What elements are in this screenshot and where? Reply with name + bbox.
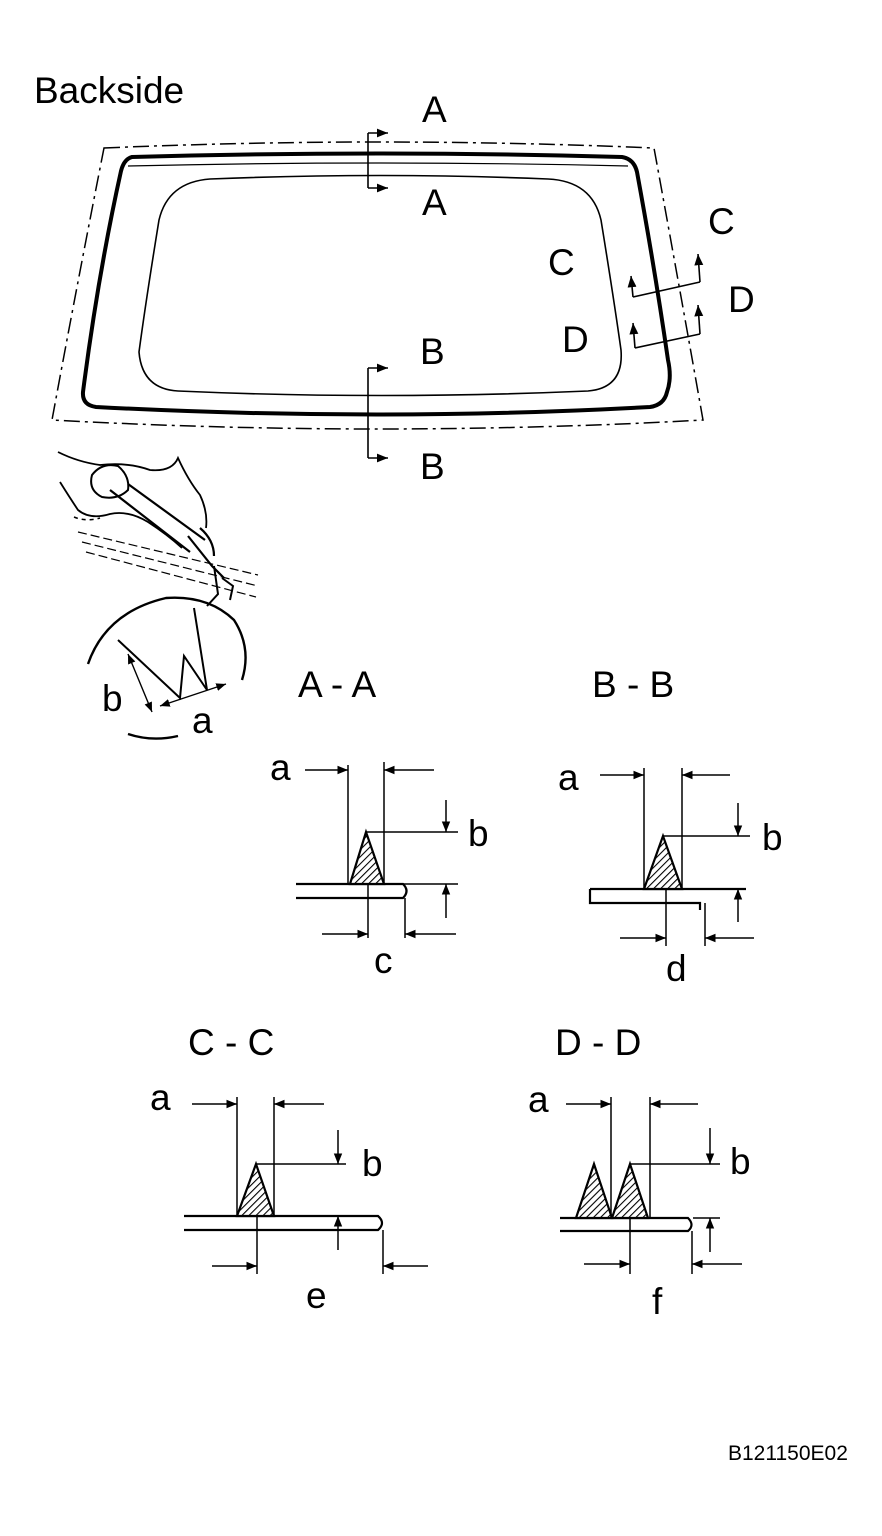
glass-overview: A A B B C C D D — [51, 89, 755, 487]
glass-outer-edge — [51, 141, 704, 430]
section-cc-label-e: e — [306, 1275, 327, 1316]
section-bb-bead — [642, 832, 684, 891]
adhesive-bead-line — [80, 151, 672, 417]
label-a-top: A — [422, 89, 447, 130]
bead-profile — [117, 607, 208, 701]
glass-inner-outline — [138, 174, 622, 397]
label-c-outer: C — [708, 201, 735, 242]
section-bb-label-b: b — [762, 817, 783, 858]
section-bb-title: B - B — [592, 664, 674, 705]
adhesive-gun-illustration — [57, 451, 259, 740]
section-dd-label-a: a — [528, 1079, 549, 1120]
section-dd-label-f: f — [652, 1281, 663, 1322]
section-aa-label-a: a — [270, 747, 291, 788]
section-a-cut — [367, 128, 388, 193]
label-c-inner: C — [548, 242, 575, 283]
label-d-outer: D — [728, 279, 755, 320]
section-cc-bead — [235, 1160, 276, 1218]
label-b-top: B — [420, 331, 445, 372]
section-aa-label-b: b — [468, 813, 489, 854]
section-aa-title: A - A — [298, 664, 376, 705]
detail-label-a: a — [192, 700, 213, 741]
section-dd-bead-outer — [574, 1160, 614, 1220]
detail-circle — [86, 596, 247, 681]
section-dd-bead-inner — [610, 1160, 650, 1220]
page-title: Backside — [34, 70, 184, 111]
section-aa: A - A — [296, 664, 458, 939]
figure-code: B121150E02 — [728, 1442, 848, 1465]
label-b-bottom: B — [420, 446, 445, 487]
section-bb: B - B — [588, 664, 754, 946]
section-aa-bead — [348, 828, 386, 886]
label-d-inner: D — [562, 319, 589, 360]
section-bb-label-d: d — [666, 948, 687, 989]
section-cc-label-b: b — [362, 1143, 383, 1184]
section-c-cut — [627, 253, 704, 298]
section-b-cut — [367, 363, 388, 463]
label-a-bottom: A — [422, 182, 447, 223]
section-cc: C - C — [184, 1022, 428, 1274]
section-dd-title: D - D — [555, 1022, 641, 1063]
section-cc-label-a: a — [150, 1077, 171, 1118]
section-bb-label-a: a — [558, 757, 579, 798]
upper-molding-line — [127, 162, 629, 167]
section-cc-title: C - C — [188, 1022, 274, 1063]
section-dd: D - D — [555, 1022, 742, 1274]
detail-label-b: b — [102, 678, 123, 719]
section-d-cut — [629, 304, 704, 349]
section-aa-label-c: c — [374, 940, 393, 981]
section-dd-label-b: b — [730, 1141, 751, 1182]
